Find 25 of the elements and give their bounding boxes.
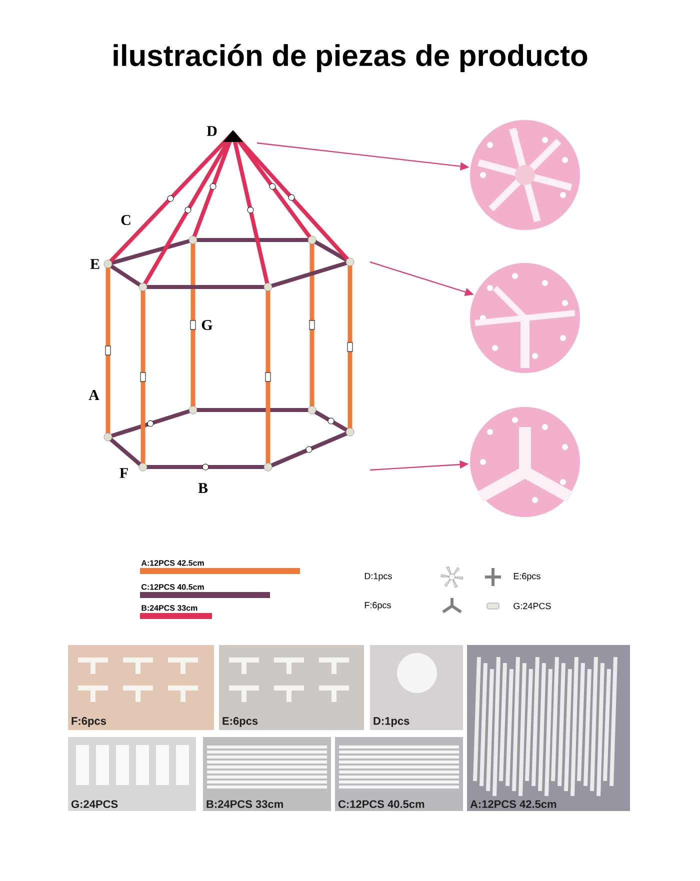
part-letter: A [88, 390, 100, 400]
parts-photo: B:24PCS 33cm [203, 737, 331, 811]
legend-text: A:12PCS 42.5cm [141, 560, 204, 566]
part-letter: E [90, 259, 100, 269]
legend-text: G:24PCS [514, 602, 551, 610]
parts-photo: F:6pcs [68, 645, 214, 730]
detail-photo [470, 407, 580, 517]
detail-photo [470, 120, 580, 230]
part-letter: B [198, 483, 208, 493]
part-letter: D [206, 126, 217, 136]
part-letter: G [202, 320, 212, 330]
legend-text: B:24PCS 33cm [142, 605, 198, 611]
parts-photo: D:1pcs [370, 645, 463, 730]
part-letter: F [120, 468, 128, 478]
detail-photo [470, 263, 580, 373]
parts-photo: C:12PCS 40.5cm [335, 737, 463, 811]
parts-photo: G:24PCS [68, 737, 196, 811]
part-letter: C [121, 214, 130, 226]
parts-photo: A:12PCS 42.5cm [467, 645, 630, 811]
title: ilustración de piezas de producto [114, 44, 588, 72]
legend-text: E:6pcs [514, 572, 540, 582]
legend-text: C:12PCS 40.5cm [142, 584, 204, 590]
legend-text: D:1pcs [364, 572, 392, 582]
legend-text: F:6pcs [364, 602, 391, 610]
parts-photo: E:6pcs [219, 645, 364, 730]
